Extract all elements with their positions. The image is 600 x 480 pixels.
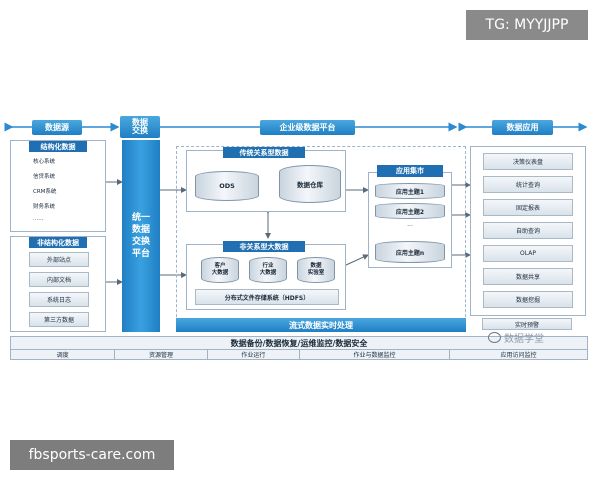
- structured-title: 结构化数据: [29, 141, 87, 152]
- unstructured-panel: 非结构化数据 外部站点 内部文档 系统日志 第三方数据: [10, 236, 106, 332]
- structured-item: 财务系统: [33, 204, 56, 210]
- header-source: 数据源: [32, 120, 82, 135]
- exchange-platform: 统一 数据 交换 平台: [122, 140, 160, 332]
- structured-item: CRM系统: [33, 189, 57, 195]
- mart-item: ...: [407, 221, 413, 228]
- app-item: 决策仪表盘: [483, 153, 573, 170]
- mart-item: 应用主题1: [375, 183, 445, 199]
- logo-text: 数据学堂: [504, 333, 544, 345]
- mart-title: 应用集市: [377, 165, 443, 177]
- structured-item: 核心系统: [33, 159, 56, 165]
- header-application: 数据应用: [492, 120, 553, 135]
- app-item: 自助查询: [483, 222, 573, 239]
- realtime-alert: 实时预警: [482, 318, 572, 330]
- unstructured-item: 外部站点: [29, 252, 89, 267]
- application-panel: 决策仪表盘 统计查询 固定报表 自助查询 OLAP 数据共享 数据挖掘: [470, 146, 586, 316]
- wechat-icon: [488, 331, 501, 343]
- hdfs-bar: 分布式文件存储系统（HDFS）: [195, 289, 339, 305]
- bottom-title: 数据备份/数据恢复/运维监控/数据安全: [230, 338, 368, 348]
- watermark-top: TG: MYYJJPP: [466, 10, 588, 40]
- mart-item: 应用主题n: [375, 241, 445, 263]
- bottom-item: 资源管理: [115, 350, 208, 359]
- structured-panel: 结构化数据 核心系统 信贷系统 CRM系统 财务系统 ......: [10, 140, 106, 232]
- bottom-item: 作业运行: [208, 350, 300, 359]
- app-item: OLAP: [483, 245, 573, 262]
- app-item: 统计查询: [483, 176, 573, 193]
- app-item: 固定报表: [483, 199, 573, 216]
- bottom-row: 调度 资源管理 作业运行 作业与数据监控 应用访问监控: [11, 349, 587, 359]
- unstructured-item: 内部文档: [29, 272, 89, 287]
- bigdata-item: 客户 大数据: [201, 257, 239, 283]
- app-item: 数据共享: [483, 268, 573, 285]
- unstructured-item: 第三方数据: [29, 312, 89, 327]
- bigdata-title: 非关系型大数据: [223, 241, 305, 252]
- stream-bar: 流式数据实时处理: [176, 318, 466, 332]
- app-item: 数据挖掘: [483, 291, 573, 308]
- structured-item: ......: [33, 216, 44, 222]
- bottom-item: 应用访问监控: [500, 352, 537, 359]
- watermark-bottom: fbsports-care.com: [10, 440, 174, 470]
- relational-title: 传统关系型数据: [223, 147, 305, 158]
- bottom-item: 作业与数据监控: [300, 350, 450, 359]
- header-exchange: 数据 交换: [120, 116, 160, 138]
- header-platform: 企业级数据平台: [260, 120, 355, 135]
- mart-item: 应用主题2: [375, 203, 445, 219]
- unstructured-title: 非结构化数据: [29, 237, 87, 248]
- bigdata-item: 行业 大数据: [249, 257, 287, 283]
- ods-cylinder: ODS: [195, 171, 259, 201]
- bigdata-panel: 非关系型大数据 客户 大数据 行业 大数据 数据 实验室 分布式文件存储系统（H…: [186, 241, 346, 310]
- logo: 数据学堂: [488, 330, 588, 345]
- structured-item: 信贷系统: [33, 174, 56, 180]
- unstructured-item: 系统日志: [29, 292, 89, 307]
- relational-panel: 传统关系型数据 ODS 数据仓库: [186, 147, 346, 212]
- bigdata-item: 数据 实验室: [297, 257, 335, 283]
- warehouse-cylinder: 数据仓库: [279, 165, 341, 203]
- bottom-item: 调度: [11, 350, 116, 359]
- mart-panel: 应用集市 应用主题1 应用主题2 ... 应用主题n: [368, 165, 452, 268]
